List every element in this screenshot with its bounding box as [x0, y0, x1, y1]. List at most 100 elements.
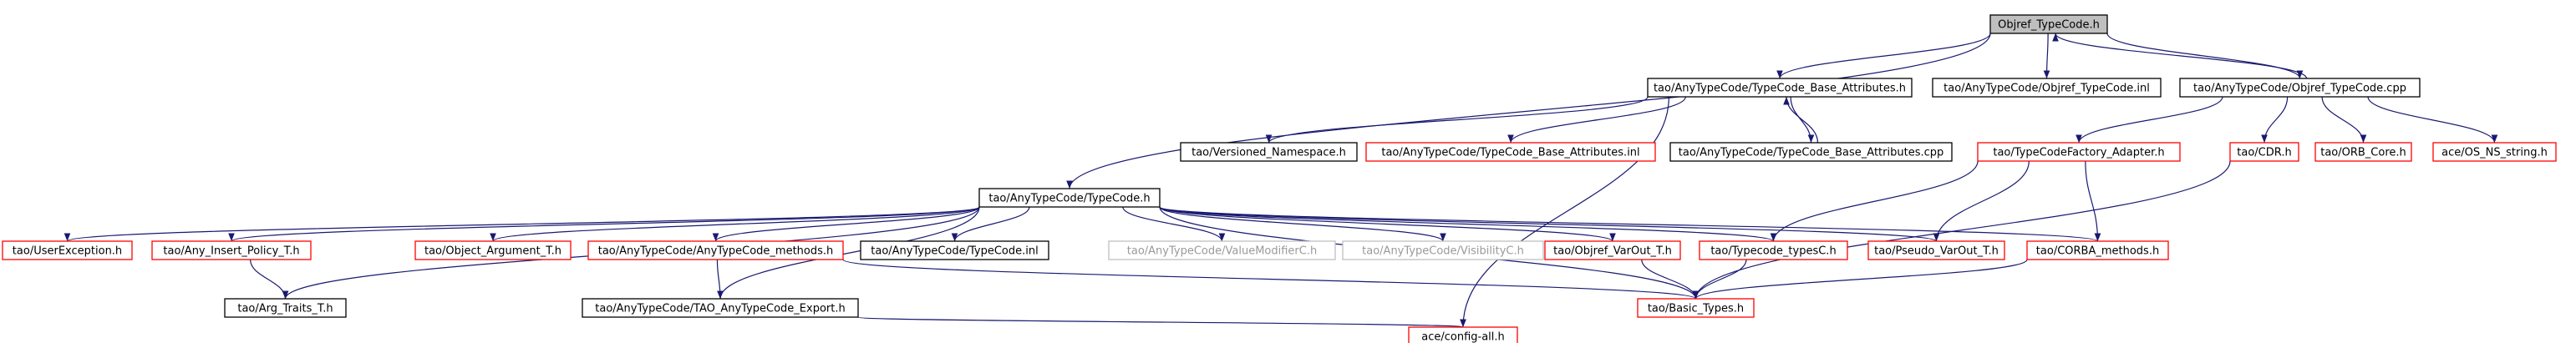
edge-anytc_methods-to-basic_types	[842, 259, 1699, 300]
edge-typecode_h-to-object_arg	[490, 206, 980, 242]
node-cdr-h[interactable]: tao/CDR.h	[2229, 142, 2299, 162]
node-objref-varout[interactable]: tao/Objref_VarOut_T.h	[1544, 240, 1681, 260]
node-basic-types[interactable]: tao/Basic_Types.h	[1637, 298, 1755, 318]
node-box	[1544, 240, 1681, 260]
node-box	[1647, 78, 1913, 98]
node-box	[2229, 142, 2299, 162]
node-label: tao/Arg_Traits_T.h	[237, 303, 333, 315]
edge-tao_anytc_export-to-ace_config_all	[857, 316, 1466, 328]
node-box	[978, 188, 1161, 208]
node-box	[1867, 240, 2005, 260]
edge-typecode_h-to-valuemod	[1122, 206, 1226, 242]
node-box	[2026, 240, 2169, 260]
node-typecode-h[interactable]: tao/AnyTypeCode/TypeCode.h	[978, 188, 1161, 208]
node-anytc-methods[interactable]: tao/AnyTypeCode/AnyTypeCode_methods.h	[587, 240, 844, 260]
node-label: tao/AnyTypeCode/ValueModifierC.h	[1127, 245, 1317, 258]
node-box	[1342, 240, 1544, 260]
node-label: tao/Object_Argument_T.h	[424, 245, 561, 258]
node-box	[860, 240, 1049, 260]
edge-typecode_h-to-any_insert	[228, 206, 980, 242]
node-box	[151, 240, 312, 260]
edge-objref_cpp-to-tcfactory	[2076, 96, 2223, 144]
node-label: tao/Pseudo_VarOut_T.h	[1874, 245, 1999, 258]
edge-base_attr_h-to-ace_config_all	[1460, 96, 1669, 328]
node-label: tao/AnyTypeCode/TAO_AnyTypeCode_Export.h	[595, 303, 845, 315]
node-label: tao/UserException.h	[13, 245, 122, 258]
edge-typecode_h-to-objref_varout	[1159, 206, 1616, 242]
node-label: tao/AnyTypeCode/TypeCode_Base_Attributes…	[1381, 147, 1639, 159]
node-box	[1977, 142, 2181, 162]
edge-base_attr_cpp-to-base_attr_h	[1783, 96, 1819, 144]
node-base-attr-inl[interactable]: tao/AnyTypeCode/TypeCode_Base_Attributes…	[1365, 142, 1656, 162]
node-label: tao/Typecode_typesC.h	[1710, 245, 1836, 258]
node-objref-inl[interactable]: tao/AnyTypeCode/Objref_TypeCode.inl	[1932, 78, 2162, 98]
edge-typecode_h-to-user_exc	[64, 206, 980, 242]
node-label: tao/Any_Insert_Policy_T.h	[163, 245, 299, 258]
edge-root-to-base_attr_h	[1776, 33, 1991, 79]
edge-objref_cpp-to-root	[2052, 33, 2308, 79]
node-box	[1108, 240, 1336, 260]
edge-typecode_typesc-to-basic_types	[1692, 259, 1747, 300]
node-box	[2179, 78, 2421, 98]
edge-typecode_h-to-typecode_typesc	[1159, 206, 1776, 242]
node-label: tao/AnyTypeCode/TypeCode_Base_Attributes…	[1654, 83, 1906, 95]
node-box	[1408, 326, 1518, 343]
node-label: ace/config-all.h	[1421, 331, 1505, 343]
edge-typecode_h-to-anytc_methods	[712, 206, 980, 242]
node-os-ns-string[interactable]: ace/OS_NS_string.h	[2432, 142, 2557, 162]
node-object-arg[interactable]: tao/Object_Argument_T.h	[414, 240, 572, 260]
node-box	[1699, 240, 1848, 260]
node-base-attr-cpp[interactable]: tao/AnyTypeCode/TypeCode_Base_Attributes…	[1669, 142, 1953, 162]
node-label: ace/OS_NS_string.h	[2441, 147, 2548, 159]
node-label: tao/ORB_Core.h	[2320, 147, 2406, 159]
nodes-layer: Objref_TypeCode.h tao/AnyTypeCode/TypeCod…	[2, 14, 2557, 343]
node-typecode-inl[interactable]: tao/AnyTypeCode/TypeCode.inl	[860, 240, 1049, 260]
node-typecode-typesc[interactable]: tao/Typecode_typesC.h	[1699, 240, 1848, 260]
node-tao-anytc-export[interactable]: tao/AnyTypeCode/TAO_AnyTypeCode_Export.h	[582, 298, 859, 318]
node-label: tao/Objref_VarOut_T.h	[1553, 245, 1672, 258]
edge-root-to-typecode_h	[1066, 33, 1991, 189]
node-versioned-ns[interactable]: tao/Versioned_Namespace.h	[1180, 142, 1358, 162]
node-base-attr-h[interactable]: tao/AnyTypeCode/TypeCode_Base_Attributes…	[1647, 78, 1913, 98]
node-user-exc[interactable]: tao/UserException.h	[2, 240, 133, 260]
node-label: tao/AnyTypeCode/TypeCode.h	[988, 193, 1150, 205]
edges-layer	[64, 33, 2498, 328]
edge-objref_cpp-to-cdr_h	[2261, 96, 2289, 144]
node-tcfactory[interactable]: tao/TypeCodeFactory_Adapter.h	[1977, 142, 2181, 162]
node-objref-cpp[interactable]: tao/AnyTypeCode/Objref_TypeCode.cpp	[2179, 78, 2421, 98]
node-pseudo-varout[interactable]: tao/Pseudo_VarOut_T.h	[1867, 240, 2005, 260]
node-label: tao/Versioned_Namespace.h	[1191, 147, 1346, 159]
node-label: tao/TypeCodeFactory_Adapter.h	[1993, 147, 2164, 159]
edge-anytc_methods-to-tao_anytc_export	[716, 259, 724, 300]
node-arg-traits[interactable]: tao/Arg_Traits_T.h	[224, 298, 347, 318]
node-label: tao/CDR.h	[2237, 147, 2291, 159]
node-label: tao/AnyTypeCode/AnyTypeCode_methods.h	[598, 245, 834, 258]
node-box	[224, 298, 347, 318]
edge-typecode_h-to-typecode_inl	[951, 206, 1030, 242]
node-box	[2314, 142, 2412, 162]
node-orb-core[interactable]: tao/ORB_Core.h	[2314, 142, 2412, 162]
node-label: tao/AnyTypeCode/Objref_TypeCode.inl	[1943, 83, 2150, 95]
node-box	[587, 240, 844, 260]
node-label: tao/Basic_Types.h	[1648, 303, 1744, 315]
edge-objref_cpp-to-orb_core	[2321, 96, 2367, 144]
node-box	[2, 240, 133, 260]
node-corba-methods[interactable]: tao/CORBA_methods.h	[2026, 240, 2169, 260]
node-root: Objref_TypeCode.h	[1989, 14, 2108, 34]
edge-tcfactory-to-pseudo_varout	[1933, 160, 2030, 242]
node-label: tao/AnyTypeCode/VisibilityC.h	[1362, 245, 1524, 258]
node-box	[1669, 142, 1953, 162]
node-valuemod: tao/AnyTypeCode/ValueModifierC.h	[1108, 240, 1336, 260]
node-box	[2432, 142, 2557, 162]
node-box	[1637, 298, 1755, 318]
edge-base_attr_h-to-base_attr_inl	[1507, 96, 1686, 144]
node-any-insert[interactable]: tao/Any_Insert_Policy_T.h	[151, 240, 312, 260]
edge-any_insert-to-arg_traits	[249, 259, 289, 300]
edge-typecode_h-to-pseudo_varout	[1159, 206, 1939, 242]
edge-typecode_h-to-tao_anytc_export	[717, 206, 980, 300]
node-ace-config-all[interactable]: ace/config-all.h	[1408, 326, 1518, 343]
node-label: tao/CORBA_methods.h	[2036, 245, 2159, 258]
edge-typecode_h-to-corba_methods	[1159, 206, 2101, 242]
node-box	[582, 298, 859, 318]
